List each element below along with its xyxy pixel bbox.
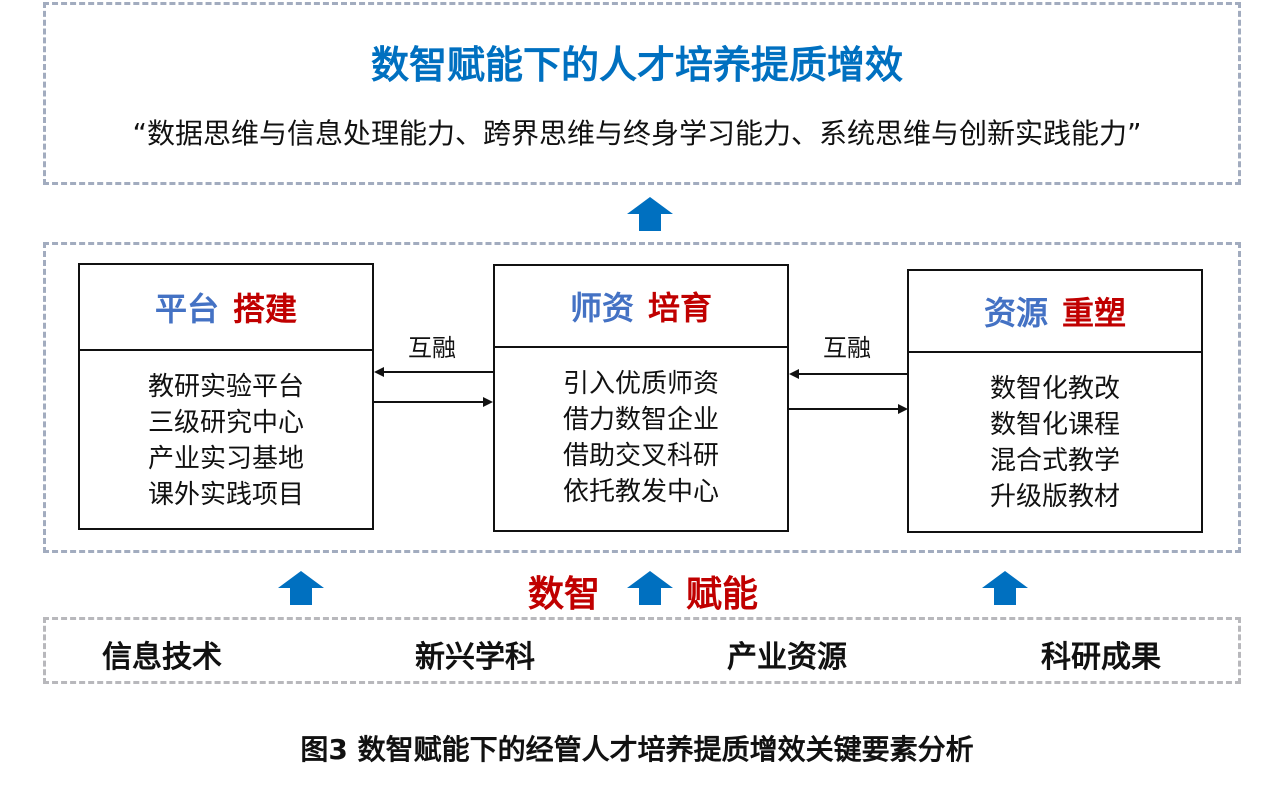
list-item: 课外实践项目 [147,480,304,510]
enable-label-a: 数智 [528,574,601,615]
list-item: 三级研究中心 [147,408,304,438]
up-arrow-icon [627,197,673,231]
enable-label-b: 赋能 [686,574,759,615]
up-arrow-icon [278,571,324,605]
list-item: 产业实习基地 [147,444,304,474]
elements-panel [43,242,1241,553]
outcome-panel [43,2,1241,185]
up-arrow-icon [982,571,1028,605]
faculty-box: 师资培育 引入优质师资借力数智企业借助交叉科研依托教发中心 [493,264,789,532]
resource-box: 资源重塑 数智化教改数智化课程混合式教学升级版教材 [907,269,1203,533]
box-title-a: 资源 [983,294,1048,332]
list-item: 借助交叉科研 [562,441,719,471]
platform-box: 平台搭建 教研实验平台三级研究中心产业实习基地课外实践项目 [78,263,374,530]
list-item: 引入优质师资 [562,369,719,399]
link-label-right: 互融 [823,334,871,362]
source-item: 科研成果 [1041,640,1161,675]
source-item: 新兴学科 [415,640,535,675]
list-item: 借力数智企业 [562,405,719,435]
up-arrow-icon [627,571,673,605]
link-label-left: 互融 [408,334,456,362]
bidirectional-arrows-right [789,369,908,414]
list-item: 数智化课程 [989,410,1120,440]
figure-caption: 图3 数智赋能下的经管人才培养提质增效关键要素分析 [300,733,974,766]
list-item: 教研实验平台 [147,372,304,402]
source-item: 产业资源 [727,640,847,675]
box-title-b: 搭建 [233,290,298,328]
list-item: 数智化教改 [989,374,1120,404]
box-title-b: 重塑 [1062,294,1127,332]
source-item: 信息技术 [102,640,222,675]
list-item: 升级版教材 [989,482,1120,512]
list-item: 依托教发中心 [562,477,719,507]
box-title-a: 师资 [569,289,634,327]
main-title: 数智赋能下的人才培养提质增效 [370,43,903,87]
box-title-a: 平台 [154,290,219,328]
box-title-b: 培育 [648,289,713,327]
bidirectional-arrows-left [374,367,493,407]
list-item: 混合式教学 [989,446,1120,476]
sources-panel [43,617,1241,684]
subtitle: “数据思维与信息处理能力、跨界思维与终身学习能力、系统思维与创新实践能力” [132,117,1142,150]
